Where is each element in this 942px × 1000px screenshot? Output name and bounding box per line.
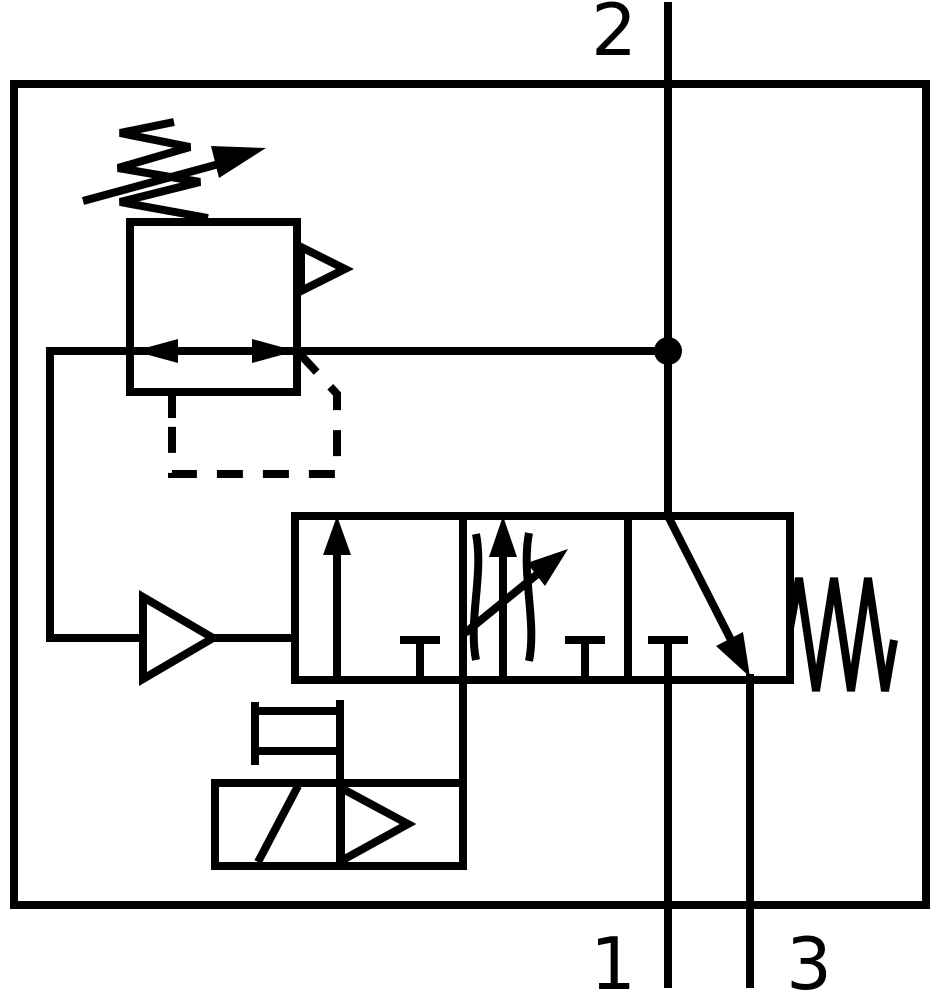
regulator-arrowhead-right-icon	[252, 339, 296, 363]
throttle-left-curve	[469, 533, 483, 661]
port-2-label: 2	[591, 0, 637, 72]
valve-outline	[291, 512, 794, 684]
flow-arrowhead-icon	[489, 516, 517, 557]
valve-section-2	[462, 516, 605, 680]
enclosure-border	[10, 80, 930, 909]
pilot-feedback-dashed-line	[168, 350, 341, 478]
valve-section-1	[323, 516, 440, 680]
throttle-adjust-arrowhead-icon	[527, 549, 568, 586]
regulator-flow-line	[46, 347, 668, 642]
valve-body	[291, 512, 898, 692]
flow-arrowhead-icon	[323, 516, 351, 555]
return-spring-icon	[786, 577, 898, 692]
solenoid-coil-diagonal	[254, 784, 302, 864]
regulator-arrowhead-left-icon	[134, 339, 178, 363]
exhaust-path-shaft	[664, 514, 735, 642]
actuator-pilot-triangle-icon	[337, 781, 417, 868]
exhaust-path-arrowhead-icon	[716, 632, 750, 677]
adjustment-arrow-shaft	[81, 157, 232, 205]
solenoid-actuator	[211, 680, 467, 870]
port-3-label: 3	[786, 922, 832, 1000]
port-1-label: 1	[590, 922, 636, 1000]
adjustment-arrowhead-icon	[211, 146, 266, 178]
valve-section-3	[648, 514, 750, 677]
pilot-triangle-icon	[139, 590, 221, 686]
manual-override-icon	[251, 700, 344, 783]
pilot-signal	[139, 590, 295, 686]
throttle-adjust-arrow-shaft	[462, 568, 543, 637]
regulator-body	[126, 218, 301, 396]
adjustable-spring-icon	[116, 118, 209, 222]
pressure-regulator	[46, 118, 668, 642]
throttle-right-curve	[522, 532, 536, 662]
relief-triangle-icon	[297, 240, 354, 298]
